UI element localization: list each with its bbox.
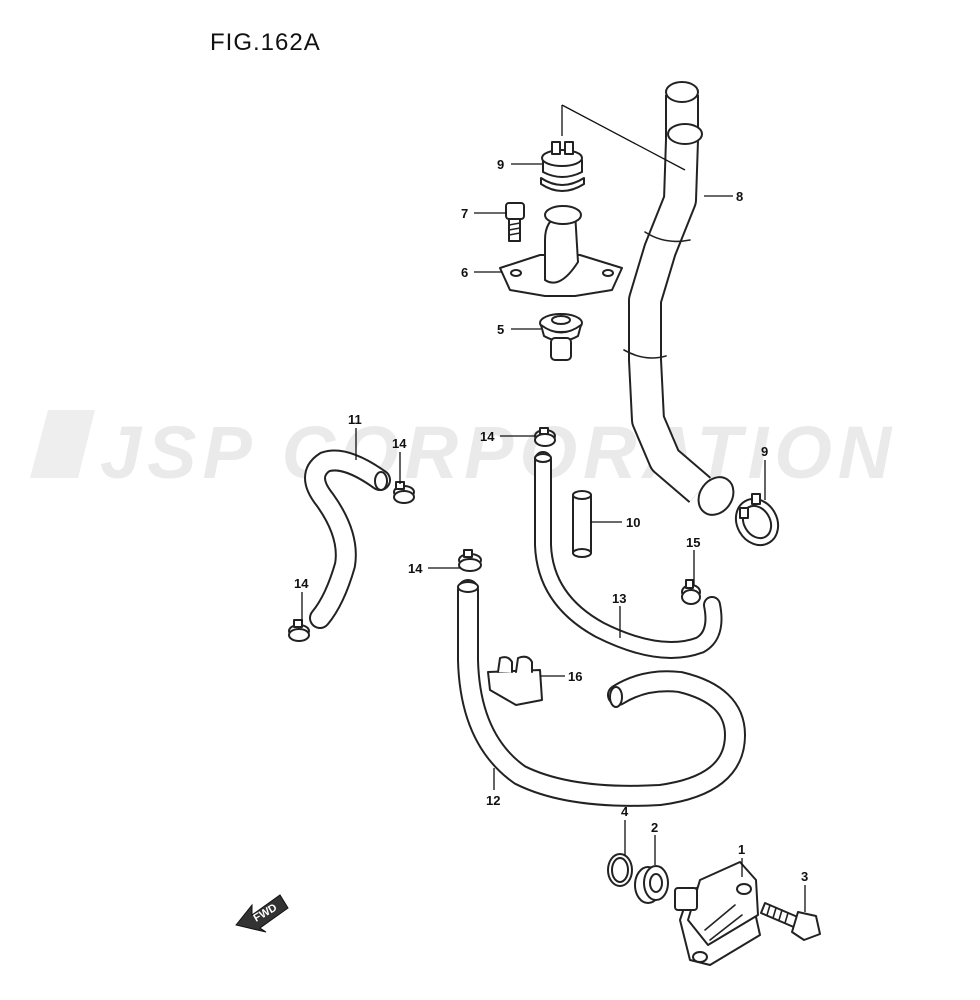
callout-11: 11: [348, 412, 362, 427]
callout-1: 1: [738, 842, 745, 857]
part-14-clamp-b: [393, 481, 415, 504]
part-15-clamp: [681, 579, 701, 605]
callout-12: 12: [486, 793, 500, 808]
part-12-hose: [457, 579, 747, 807]
callout-14-c: 14: [408, 561, 423, 576]
part-4-o-ring: [607, 853, 633, 887]
callout-13: 13: [612, 591, 626, 606]
leader-lines: [301, 163, 806, 912]
callout-10: 10: [626, 515, 640, 530]
part-1-pump-housing: [674, 861, 761, 966]
part-3-bolt: [760, 902, 821, 941]
callout-2: 2: [651, 820, 658, 835]
callout-9-right: 9: [761, 444, 768, 459]
watermark: JSP CORPORATION: [30, 410, 897, 494]
part-6-thermostat-cover: [499, 205, 623, 297]
part-8-water-hose: [623, 81, 735, 516]
part-5-thermostat: [539, 313, 583, 361]
callouts: 9 7 6 5 8 9 10 11 14 14 14 14 15 13 16 1…: [294, 157, 808, 884]
fwd-arrow: FWD: [235, 894, 289, 933]
figure-title: FIG.162A: [210, 29, 321, 56]
callout-9-top: 9: [497, 157, 504, 172]
callout-8: 8: [736, 189, 743, 204]
part-9-hose-clamp-right: [734, 493, 780, 547]
part-14-clamp-a: [534, 427, 556, 447]
callout-14-d: 14: [294, 576, 309, 591]
callout-4: 4: [621, 804, 629, 819]
part-14-clamp-c: [458, 549, 482, 572]
part-2-seal: [634, 865, 669, 904]
callout-3: 3: [801, 869, 808, 884]
leader-8-diag: [561, 104, 686, 171]
callout-6: 6: [461, 265, 468, 280]
callout-16: 16: [568, 669, 582, 684]
callout-15: 15: [686, 535, 700, 550]
part-10-short-hose: [572, 490, 592, 558]
callout-14-b: 14: [392, 436, 407, 451]
callout-7: 7: [461, 206, 468, 221]
part-7-bolt: [505, 202, 525, 242]
callout-5: 5: [497, 322, 504, 337]
part-14-clamp-d: [288, 619, 310, 642]
part-16-hose-holder: [487, 655, 543, 706]
watermark-text: JSP CORPORATION: [100, 411, 897, 494]
part-11-hose: [304, 449, 391, 629]
part-13-hose: [534, 451, 723, 659]
part-9-hose-clamp-top: [540, 141, 585, 192]
callout-14-a: 14: [480, 429, 495, 444]
